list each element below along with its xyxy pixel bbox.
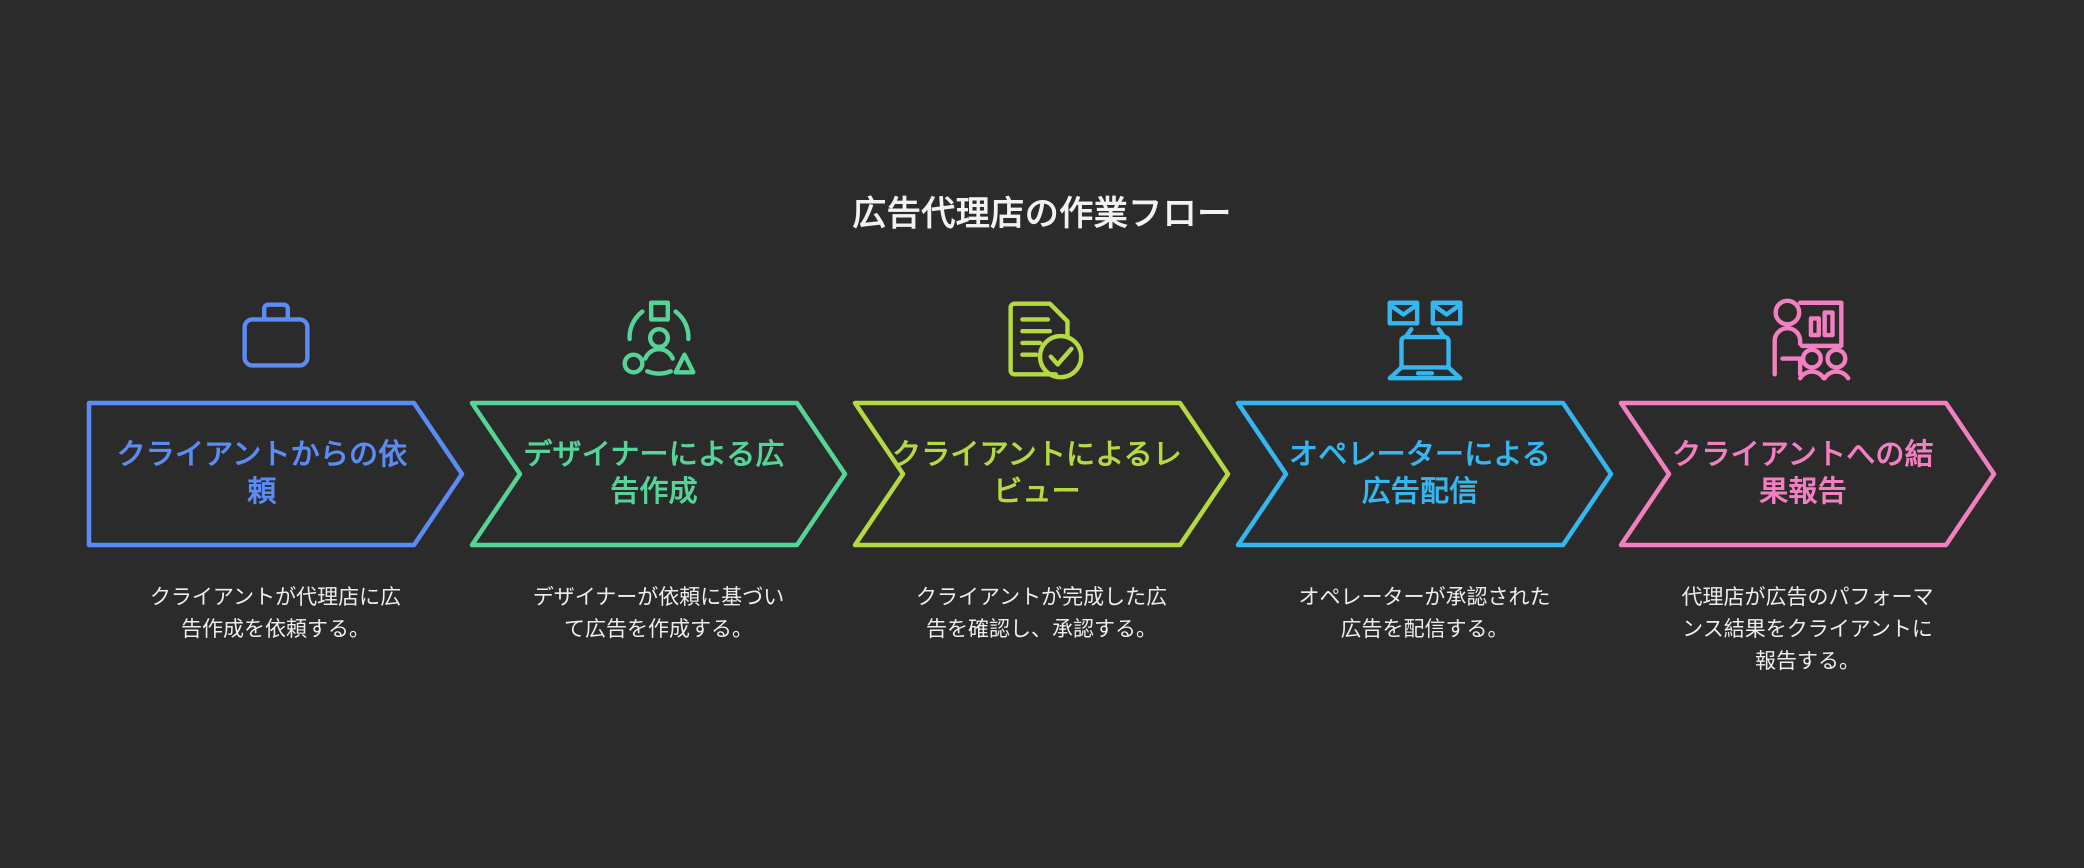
flow-step-1: クライアントからの依頼 クライアントが代理店に広告作成を依頼する。 xyxy=(84,286,467,646)
flow-step-4-label: オペレーターによる広告配信 xyxy=(1289,438,1551,508)
flow-step-4-chevron: オペレーターによる広告配信 xyxy=(1233,398,1616,550)
flow-step-2-chevron: デザイナーによる広告作成 xyxy=(467,398,850,550)
flow-step-5: クライアントへの結果報告 代理店が広告のパフォーマンス結果をクライアントに報告す… xyxy=(1616,286,1999,678)
flow-step-5-chevron: クライアントへの結果報告 xyxy=(1616,398,1999,550)
flow-step-3-description: クライアントが完成した広告を確認し、承認する。 xyxy=(915,586,1168,641)
page-title: 広告代理店の作業フロー xyxy=(852,195,1232,233)
flow-step-5-label: クライアントへの結果報告 xyxy=(1672,438,1934,508)
flow-step-1-label: クライアントからの依頼 xyxy=(116,438,408,508)
flow-step-3-label: クライアントによるレビュー xyxy=(892,438,1182,508)
document-check-icon xyxy=(850,286,1233,392)
process-flow: クライアントからの依頼 クライアントが代理店に広告作成を依頼する。 デザイナーに… xyxy=(84,286,2002,678)
flow-step-4: オペレーターによる広告配信 オペレーターが承認された広告を配信する。 xyxy=(1233,286,1616,646)
flow-step-1-description: クライアントが代理店に広告作成を依頼する。 xyxy=(149,586,402,641)
flow-step-3-chevron: クライアントによるレビュー xyxy=(850,398,1233,550)
flow-step-5-description: 代理店が広告のパフォーマンス結果をクライアントに報告する。 xyxy=(1681,586,1934,673)
flow-step-3: クライアントによるレビュー クライアントが完成した広告を確認し、承認する。 xyxy=(850,286,1233,646)
briefcase-icon xyxy=(84,286,467,392)
flow-step-1-chevron: クライアントからの依頼 xyxy=(84,398,467,550)
presentation-report-icon xyxy=(1616,286,1999,392)
laptop-mail-icon xyxy=(1233,286,1616,392)
flow-step-2-label: デザイナーによる広告作成 xyxy=(523,438,785,508)
designer-shapes-icon xyxy=(467,286,850,392)
flow-step-4-description: オペレーターが承認された広告を配信する。 xyxy=(1298,586,1551,641)
flow-step-2: デザイナーによる広告作成 デザイナーが依頼に基づいて広告を作成する。 xyxy=(467,286,850,646)
flow-step-2-description: デザイナーが依頼に基づいて広告を作成する。 xyxy=(532,586,785,641)
